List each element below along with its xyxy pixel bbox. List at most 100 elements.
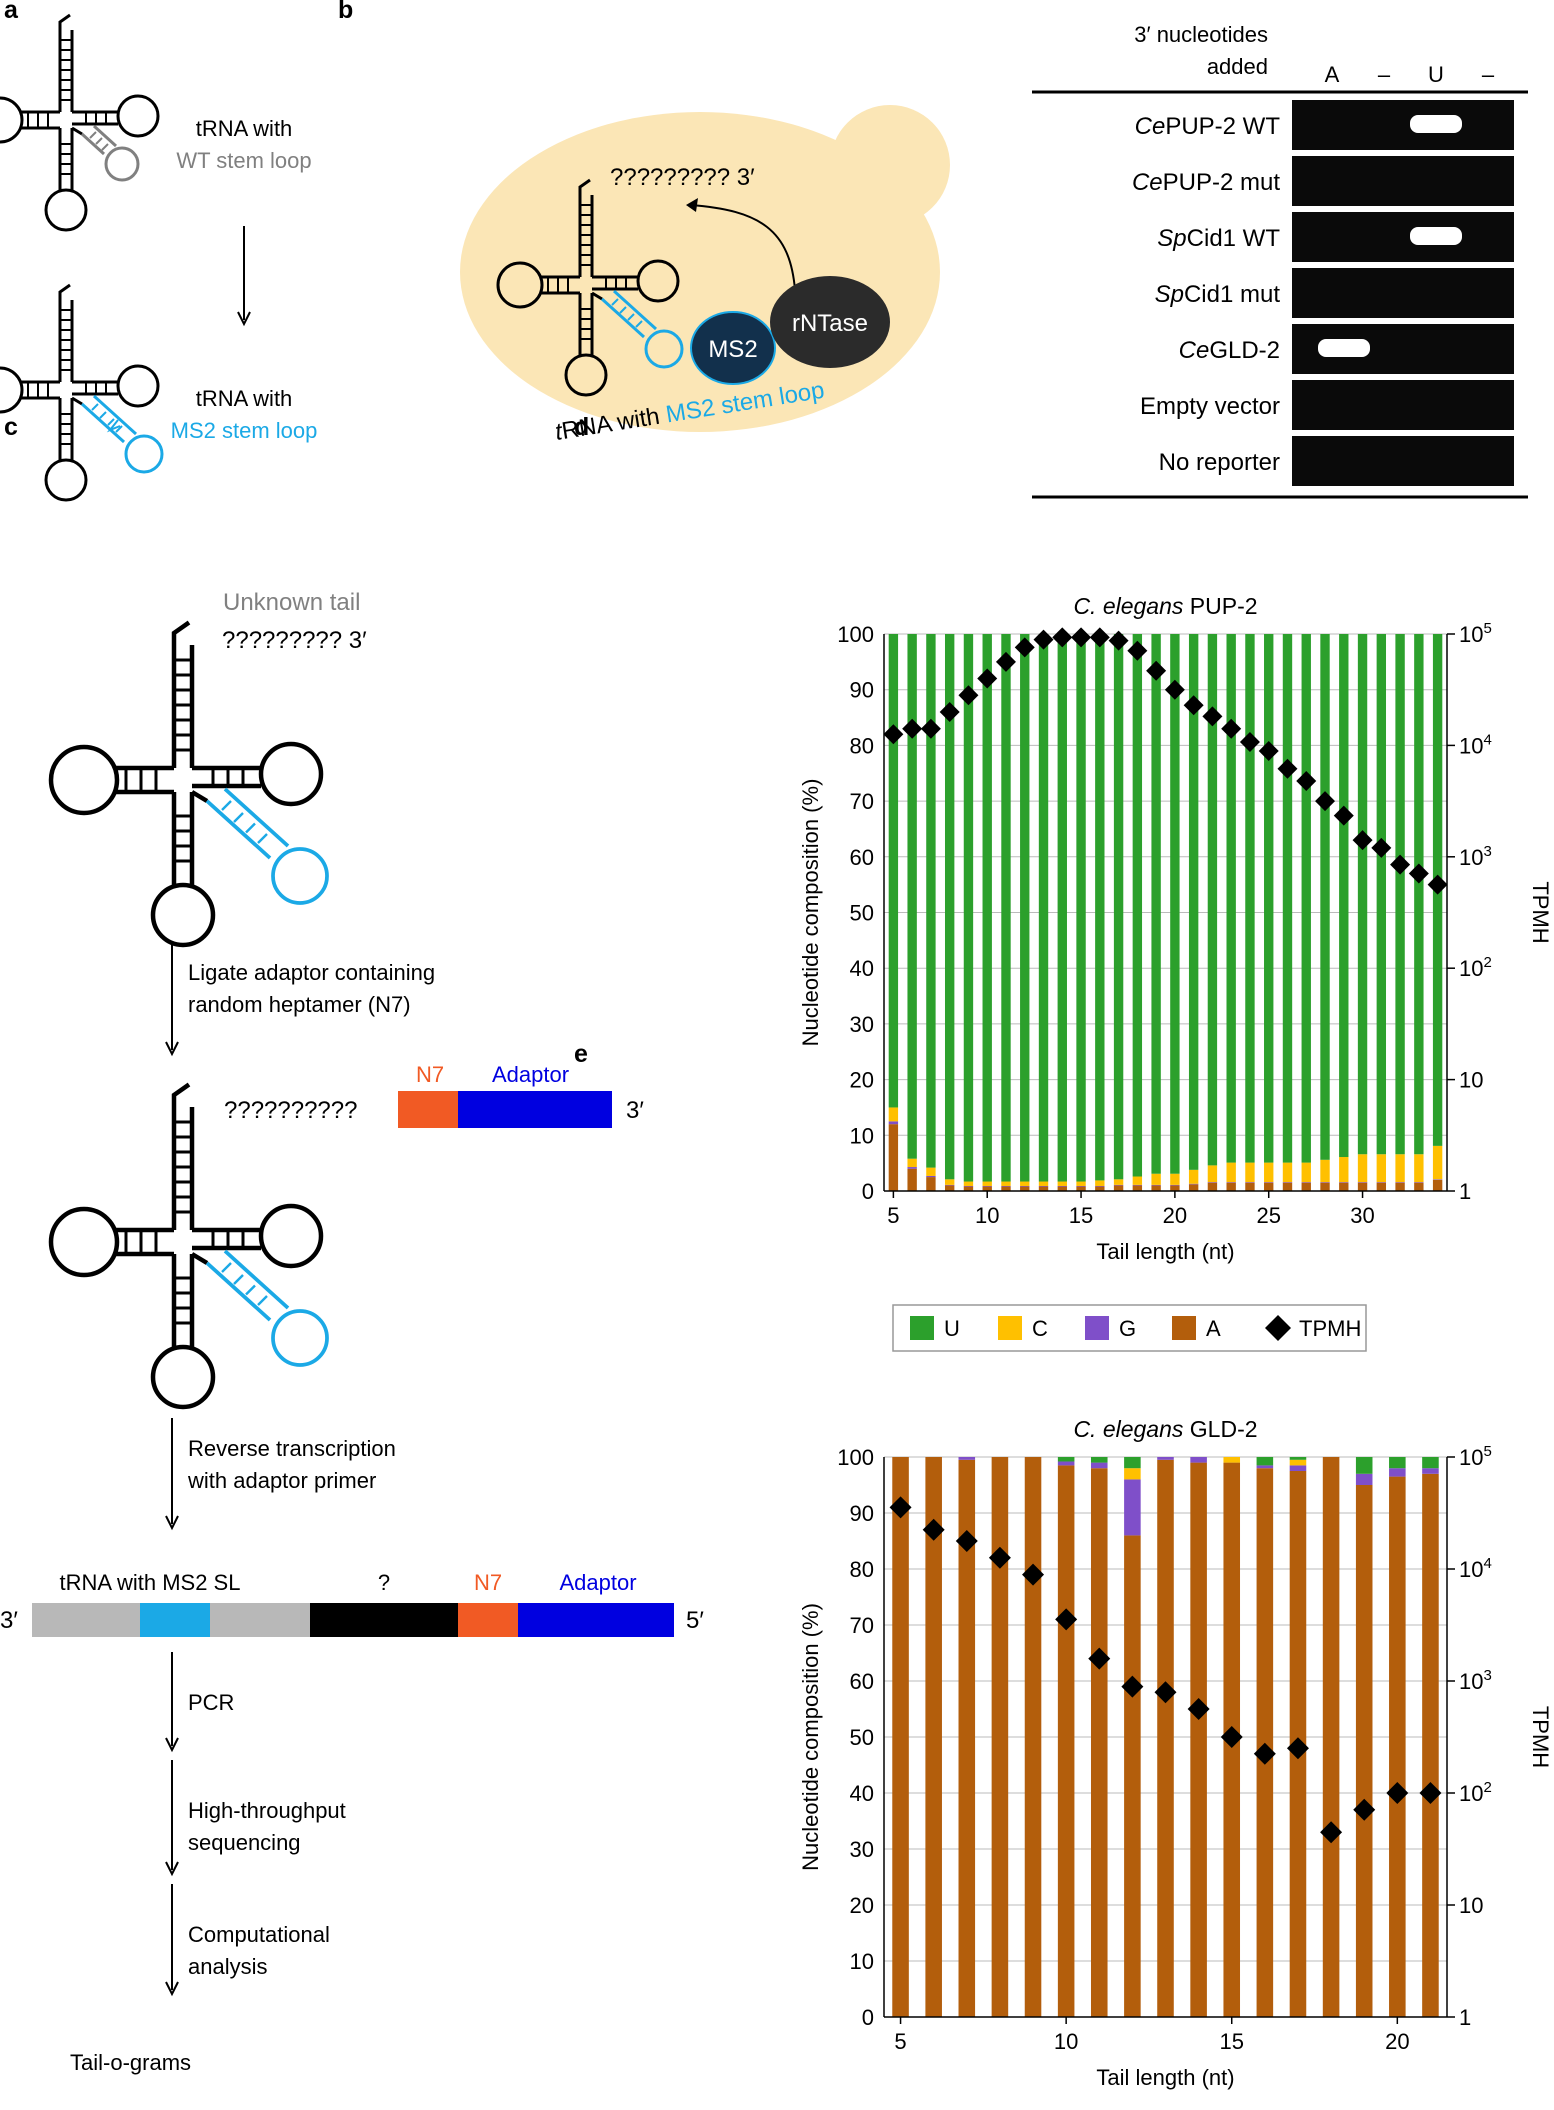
- bar-segment-A: [1432, 1179, 1443, 1191]
- bar-segment-U: [1076, 634, 1086, 1182]
- bar-segment-C: [888, 1107, 899, 1122]
- bar-segment-U: [1001, 634, 1011, 1182]
- bar-segment-C: [1226, 1162, 1236, 1183]
- bar-segment-G: [1422, 1468, 1439, 1474]
- y2-tick-label: 103: [1459, 843, 1492, 870]
- extension-arrow: [689, 204, 796, 291]
- tpmh-marker: [1258, 740, 1279, 761]
- tpmh-marker: [1353, 1798, 1376, 1821]
- gel-lane-strip: [1292, 156, 1514, 206]
- tpmh-marker: [1183, 695, 1204, 716]
- gel-header-line2: added: [1207, 54, 1268, 79]
- gel-lane-strip: [1292, 100, 1514, 150]
- bar-ms2-seg: [140, 1603, 210, 1637]
- tail-question-marks: ????????? 3′: [222, 627, 367, 654]
- bar-trna-seg2: [210, 1603, 310, 1637]
- gel-column-label: A: [1325, 62, 1340, 87]
- bar-segment-C: [944, 1179, 955, 1185]
- bar-segment-G: [1289, 1465, 1307, 1471]
- bar-n7-label: N7: [474, 1570, 502, 1595]
- y-tick-label: 60: [850, 1669, 874, 1694]
- bar-segment-A: [1076, 1186, 1086, 1191]
- panel-letter-b: b: [338, 0, 353, 24]
- bar-segment-G: [1001, 1185, 1011, 1187]
- panel-letter-a: a: [4, 0, 19, 24]
- tpmh-marker: [995, 651, 1016, 672]
- gel-column-label: U: [1428, 62, 1444, 87]
- bar-segment-C: [1339, 1157, 1349, 1183]
- tpmh-marker: [1419, 1782, 1442, 1804]
- y-tick-label: 70: [850, 789, 874, 814]
- gel-row-label: CePUP-2 mut: [1132, 169, 1280, 196]
- y-axis-label: Nucleotide composition (%): [798, 1603, 823, 1871]
- bar-segment-U: [1339, 634, 1349, 1158]
- x-tick-label: 10: [975, 1203, 999, 1228]
- yeast-trna: [496, 178, 684, 397]
- tpmh-marker: [1296, 771, 1317, 792]
- bar-segment-C: [907, 1158, 917, 1168]
- step5-arrow: [165, 1884, 179, 1997]
- bar-segment-A: [1355, 1485, 1373, 2017]
- y-tick-label: 10: [850, 1123, 874, 1148]
- y-tick-label: 50: [850, 1725, 874, 1750]
- y-tick-label: 60: [850, 845, 874, 870]
- bar-segment-U: [1095, 634, 1105, 1181]
- bar-segment-G: [1157, 1457, 1174, 1460]
- bar-segment-U: [1376, 634, 1387, 1155]
- y2-tick-label: 105: [1459, 1443, 1492, 1470]
- bar-segment-A: [1395, 1182, 1405, 1191]
- step3-label: PCR: [188, 1690, 234, 1715]
- bar-segment-U: [1226, 634, 1236, 1163]
- bar-segment-G: [1376, 1182, 1387, 1183]
- gel-row-label: No reporter: [1159, 449, 1280, 476]
- tpmh-marker: [1286, 1737, 1309, 1760]
- y-tick-label: 30: [850, 1012, 874, 1037]
- tpmh-marker: [1108, 630, 1129, 651]
- bar-segment-C: [1132, 1176, 1143, 1185]
- bar-segment-G: [1357, 1182, 1368, 1183]
- tpmh-marker: [939, 701, 960, 722]
- ms2-protein: [690, 311, 776, 385]
- bar-segment-A: [1226, 1182, 1236, 1191]
- step4-line1: High-throughput: [188, 1798, 346, 1823]
- bar-segment-G: [1038, 1185, 1049, 1187]
- bar-segment-A: [1207, 1182, 1218, 1191]
- n7-label: N7: [416, 1062, 444, 1087]
- y-tick-label: 20: [850, 1068, 874, 1093]
- y2-tick-label: 1: [1459, 1179, 1471, 1204]
- bar-segment-G: [1395, 1182, 1405, 1183]
- tpmh-marker: [1320, 1821, 1343, 1844]
- y-tick-label: 0: [862, 2005, 874, 2030]
- panel-b-gel: 3′ nucleotides added A–U– CePUP-2 WTCePU…: [1032, 22, 1528, 499]
- bar-segment-U: [1357, 634, 1368, 1155]
- bar-segment-G: [1339, 1182, 1349, 1183]
- step2-line1: Reverse transcription: [188, 1436, 396, 1461]
- bar-segment-U: [1124, 1457, 1141, 1469]
- gel-row: SpCid1 mut: [1155, 268, 1514, 318]
- n7-block: [398, 1091, 458, 1128]
- bar-segment-A: [926, 1177, 936, 1191]
- bar-segment-G: [1389, 1468, 1406, 1477]
- bar-segment-A: [1414, 1182, 1424, 1191]
- bar-segment-A: [1264, 1182, 1274, 1191]
- bar-segment-A: [944, 1185, 955, 1191]
- bar-segment-C: [1282, 1162, 1293, 1183]
- gel-header-line1: 3′ nucleotides: [1134, 22, 1268, 47]
- y-tick-label: 0: [862, 1179, 874, 1204]
- tpmh-marker: [977, 668, 998, 689]
- step1-line2: random heptamer (N7): [188, 992, 411, 1017]
- y2-axis-label: TPMH: [1528, 881, 1553, 943]
- bar-segment-C: [1057, 1181, 1067, 1186]
- bar-segment-C: [1289, 1459, 1307, 1466]
- bar-segment-U: [982, 634, 992, 1182]
- bar-segment-U: [1282, 634, 1293, 1163]
- bar-segment-A: [1188, 1184, 1199, 1191]
- tpmh-marker: [1277, 758, 1298, 779]
- tpmh-marker: [1121, 1675, 1144, 1698]
- tpmh-marker: [1022, 1563, 1045, 1586]
- bar-segment-G: [958, 1457, 976, 1460]
- bar-segment-G: [982, 1185, 992, 1187]
- bar-segment-A: [1301, 1182, 1311, 1191]
